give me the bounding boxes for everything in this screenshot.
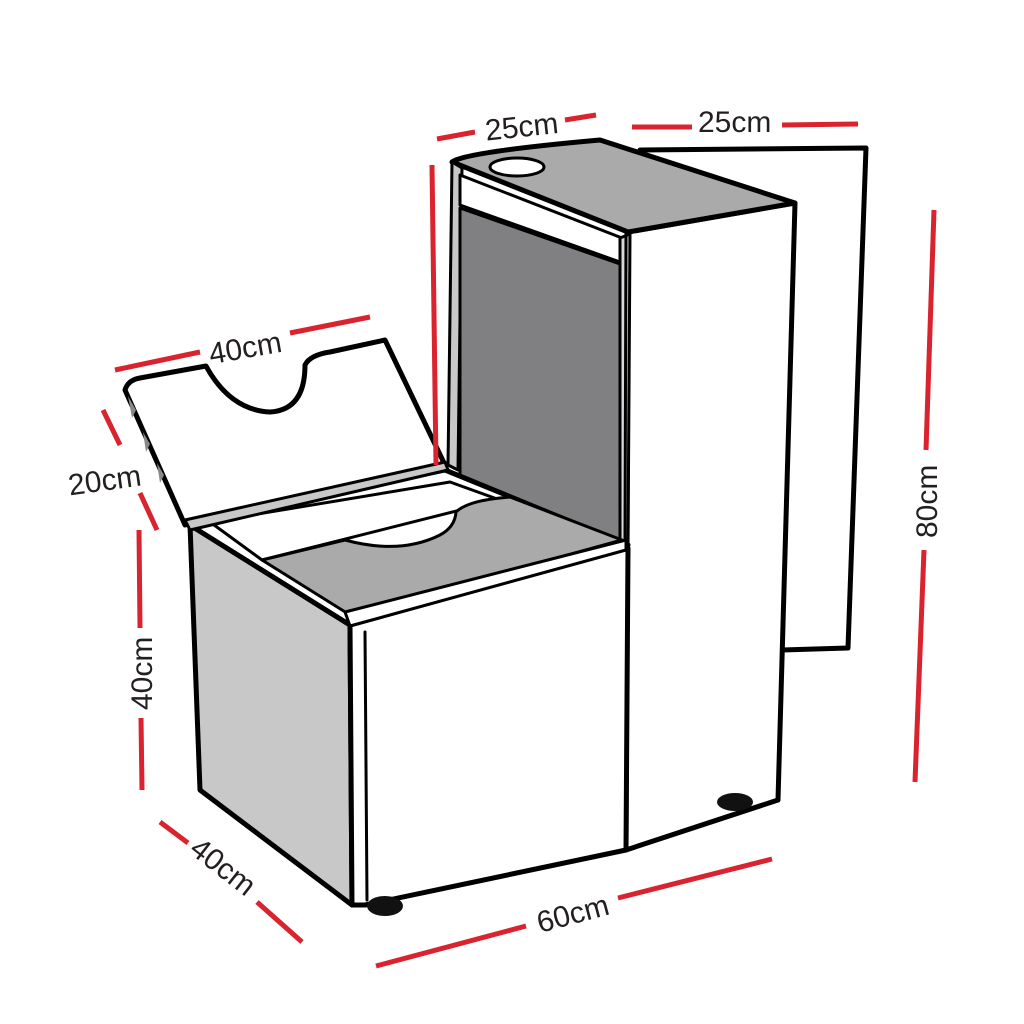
dim-line-total-width-b [617,856,773,901]
dim-line-total-height-a [923,209,937,451]
caster-back [717,793,753,811]
label-back-top-depth: 25cm [484,107,560,147]
label-seat-depth: 40cm [184,832,262,903]
label-total-width: 60cm [533,889,612,940]
dim-line-back-depth-b [564,112,597,123]
lid-hinge-1 [128,396,136,418]
dim-line-lid-width-a [114,349,201,373]
caster-front [367,896,403,916]
edge-line [363,630,369,902]
dim-line-total-width-a [375,923,527,969]
label-lid-width: 40cm [206,326,284,371]
dimension-lines [100,112,937,969]
seat-box [182,467,631,916]
flip-lid [122,337,450,532]
label-total-height: 80cm [911,465,944,538]
seat-front-lip [343,538,628,628]
back-front-face [623,200,798,853]
lid-hinge-3 [157,463,164,483]
top-hole [488,156,546,178]
dim-line-back-inner-height [429,164,439,466]
dim-line-seat-depth-a [158,820,190,845]
dim-line-lid-depth-a [100,408,123,447]
dim-line-seat-height-b [138,717,145,791]
dim-line-total-height-b [912,549,927,783]
dim-line-lid-depth-b [137,491,160,532]
label-lid-depth: 20cm [66,460,143,503]
back-cabinet [446,137,869,853]
dim-line-lid-width-b [289,314,371,336]
label-seat-height: 40cm [126,637,159,710]
lid-edge [183,460,450,532]
dim-line-seat-height-a [136,529,143,629]
lid-hinge-2 [143,432,150,452]
dim-line-back-width-b [781,121,859,128]
seat-panel [260,495,624,617]
label-back-top-width: 25cm [698,106,771,139]
dim-line-back-depth-a [436,129,476,142]
dim-line-seat-depth-b [255,900,304,944]
